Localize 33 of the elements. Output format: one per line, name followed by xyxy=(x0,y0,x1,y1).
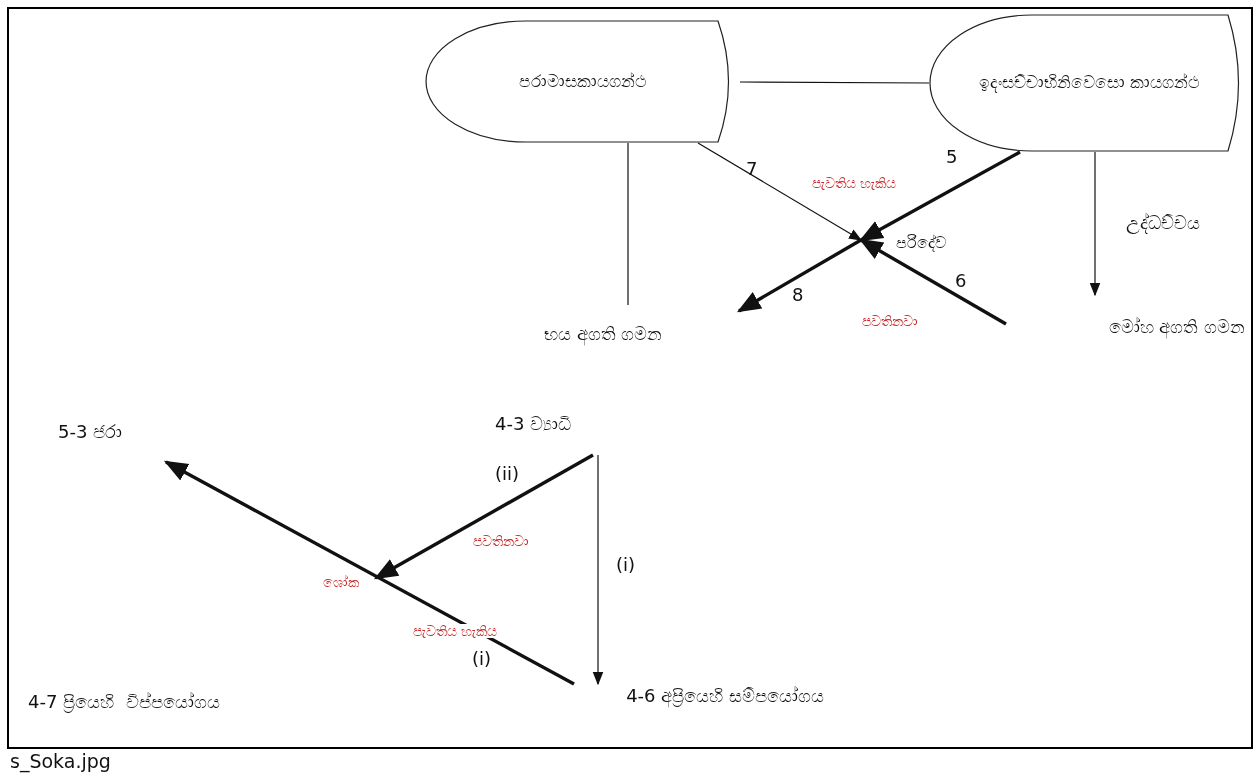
annotation-text: පැවතිය හැකිය xyxy=(812,176,897,190)
edge-label: (i) xyxy=(472,650,492,668)
arrow xyxy=(736,238,862,313)
arrow xyxy=(373,453,594,580)
arrow xyxy=(858,238,1007,326)
annotation-text: පැවතිය හැකිය xyxy=(413,624,498,638)
node-label: 4-3 ව්‍යාධි xyxy=(495,412,572,436)
edge-label: (ii) xyxy=(495,465,520,483)
connector-line xyxy=(739,81,930,84)
edge-label: 7 xyxy=(746,160,758,178)
annotation-text: පවතිනවා xyxy=(473,534,529,548)
arrow xyxy=(592,454,604,686)
annotation-text: පවතිනවා xyxy=(862,314,918,328)
node-label: 4-6 අප්‍රියෙහි සම්පයෝගය xyxy=(626,684,824,709)
arrow xyxy=(858,150,1021,242)
node-label: ශෝක xyxy=(323,573,359,593)
caption: s_Soka.jpg xyxy=(10,752,111,771)
arrow xyxy=(1089,151,1101,297)
edge-label: (i) xyxy=(616,556,636,574)
edge-label: 8 xyxy=(792,286,804,304)
node-label: ඉදංසච්චාභිනිවෙසො කායගන්ථ xyxy=(978,71,1201,95)
annotation-text: 4-7 ප්‍රියෙහි විප්පයෝගය xyxy=(28,693,220,711)
node-label: භය අගති ගමන xyxy=(544,322,663,347)
arrow xyxy=(163,460,575,686)
node-label: 5-3 ජරා xyxy=(58,420,123,444)
edge-label: 6 xyxy=(955,272,967,290)
edge-label: 5 xyxy=(946,148,958,166)
node-label: මෝහ අගති ගමන xyxy=(1108,314,1245,340)
connector-line xyxy=(627,142,629,306)
arrow xyxy=(697,142,863,241)
node-label: පරාමාසකායගන්ථ xyxy=(518,69,647,93)
edge-label: උද්ධච්චය xyxy=(1126,214,1200,232)
node-label: පරිදේව xyxy=(895,232,947,254)
